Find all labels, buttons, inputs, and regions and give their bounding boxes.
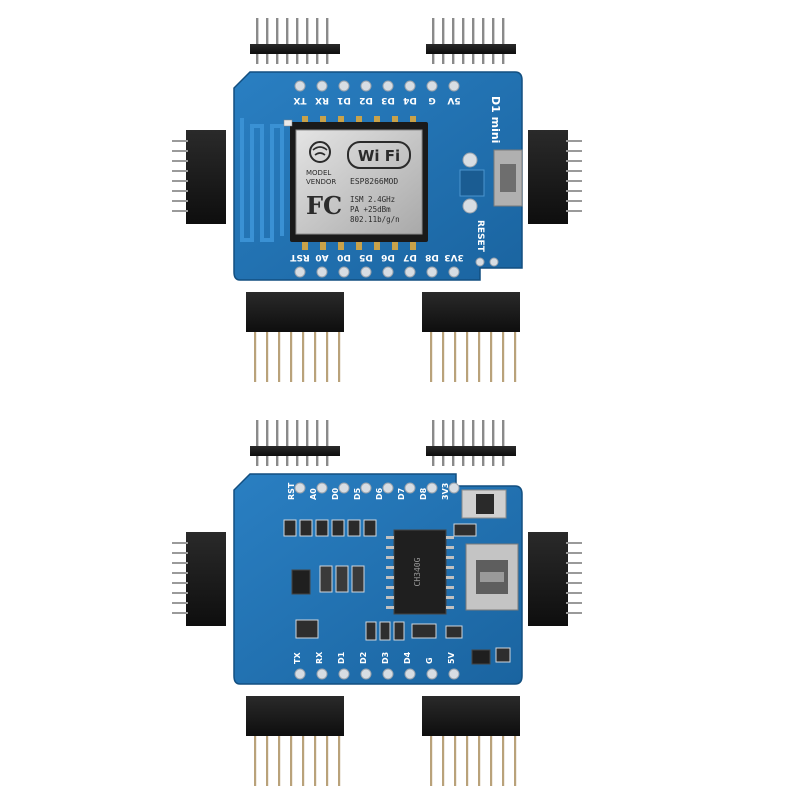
bottom-board-group: RST A0 D0 D5 D6 D7 D8 3V3 TX RX D1 D2 D3… (172, 420, 582, 786)
smd-components-lower (295, 523, 511, 665)
bottom-board-bottom-pads (294, 668, 460, 680)
board-name-label: D1 mini (489, 96, 502, 143)
pin-label: D4 (403, 651, 412, 664)
female-header-left-2 (246, 696, 344, 786)
pin-label: D0 (331, 487, 340, 500)
pin-label: RX (315, 651, 324, 664)
bottom-board-top-pads (294, 482, 460, 494)
pin-label: D5 (353, 487, 362, 500)
spec-line-3: 802.11b/g/n (350, 215, 400, 224)
vendor-text-2: VENDOR (306, 178, 336, 186)
pin-label: D6 (375, 487, 384, 500)
top-board-bottom-pads (294, 266, 460, 278)
pin-label: D0 (337, 252, 351, 262)
male-header-bottom-right (426, 420, 516, 466)
pin-label: D2 (359, 95, 373, 105)
pin-label: D3 (381, 652, 390, 664)
pin-label: A0 (315, 252, 328, 262)
pin-label: D3 (381, 95, 395, 105)
pin-label: G (425, 657, 434, 664)
pin-label: D7 (397, 488, 406, 500)
antenna-trace (240, 118, 284, 242)
pin-label: 5V (447, 651, 456, 664)
wifi-logo-icon: Wi Fi (347, 141, 411, 169)
top-board-pin-labels-top: TX RX D1 D2 D3 D4 G 5V (293, 95, 460, 105)
pin-label: D4 (403, 95, 417, 105)
pin-label: TX (293, 95, 306, 105)
vendor-text-1: MODEL (306, 169, 331, 177)
smd-resistor-row (283, 519, 377, 537)
male-header-top-left (250, 18, 340, 64)
pin-label: D7 (403, 252, 417, 262)
spec-line-2: PA +25dBm (350, 205, 391, 214)
pin-label: D8 (425, 252, 439, 262)
top-board-group: TX RX D1 D2 D3 D4 G 5V RST A0 D0 D5 D6 D… (172, 18, 582, 382)
pin-label: TX (293, 652, 302, 664)
espressif-logo-icon (309, 141, 331, 163)
voltage-regulator (291, 569, 311, 595)
usb-serial-chip: CH340G (386, 529, 454, 615)
reset-label: RESET (475, 220, 485, 253)
top-board-pin-labels-bottom: RST A0 D0 D5 D6 D7 D8 3V3 (289, 252, 463, 262)
pin-label: D2 (359, 652, 368, 664)
pin-label: D6 (381, 252, 395, 262)
pin-label: 5V (447, 95, 460, 105)
usb-port-bottom (465, 543, 519, 611)
pin-label: 3V3 (444, 252, 464, 262)
smd-capacitors (319, 565, 365, 593)
chip-marking: CH340G (413, 557, 422, 586)
pin-label: D1 (337, 95, 351, 105)
pin-label: RST (289, 252, 309, 262)
female-header-left-1 (246, 292, 344, 382)
side-header-left-top (172, 130, 226, 224)
model-text: ESP8266MOD (350, 177, 398, 186)
led-component (283, 119, 293, 127)
pin-label: D8 (419, 487, 428, 500)
male-header-bottom-left (250, 420, 340, 466)
side-header-left-bottom (172, 532, 226, 626)
bottom-board-pin-labels-bottom: TX RX D1 D2 D3 D4 G 5V (293, 651, 456, 664)
bottom-board-pin-labels-top: RST A0 D0 D5 D6 D7 D8 3V3 (287, 482, 450, 500)
male-header-top-right (426, 18, 516, 64)
female-header-right-2 (422, 696, 520, 786)
pin-label: RX (315, 95, 329, 105)
reset-switch-actuator (476, 494, 494, 514)
spec-line-1: ISM 2.4GHz (350, 195, 395, 204)
pin-label: G (428, 95, 435, 105)
usb-port-top (493, 149, 523, 207)
side-header-right-bottom (528, 532, 582, 626)
female-header-right-1 (422, 292, 520, 382)
reset-button (459, 152, 485, 214)
pin-label: D5 (359, 252, 373, 262)
side-header-right-top (528, 130, 582, 224)
pin-label: D1 (337, 651, 346, 664)
pin-label: 3V3 (441, 483, 450, 500)
pin-label: RST (287, 482, 296, 500)
top-board-top-pads (294, 80, 460, 92)
wifi-logo-text: Wi Fi (358, 147, 400, 165)
pin-label: A0 (309, 488, 318, 500)
fcc-logo: FC (306, 191, 342, 220)
top-board-small-pads (475, 257, 499, 267)
